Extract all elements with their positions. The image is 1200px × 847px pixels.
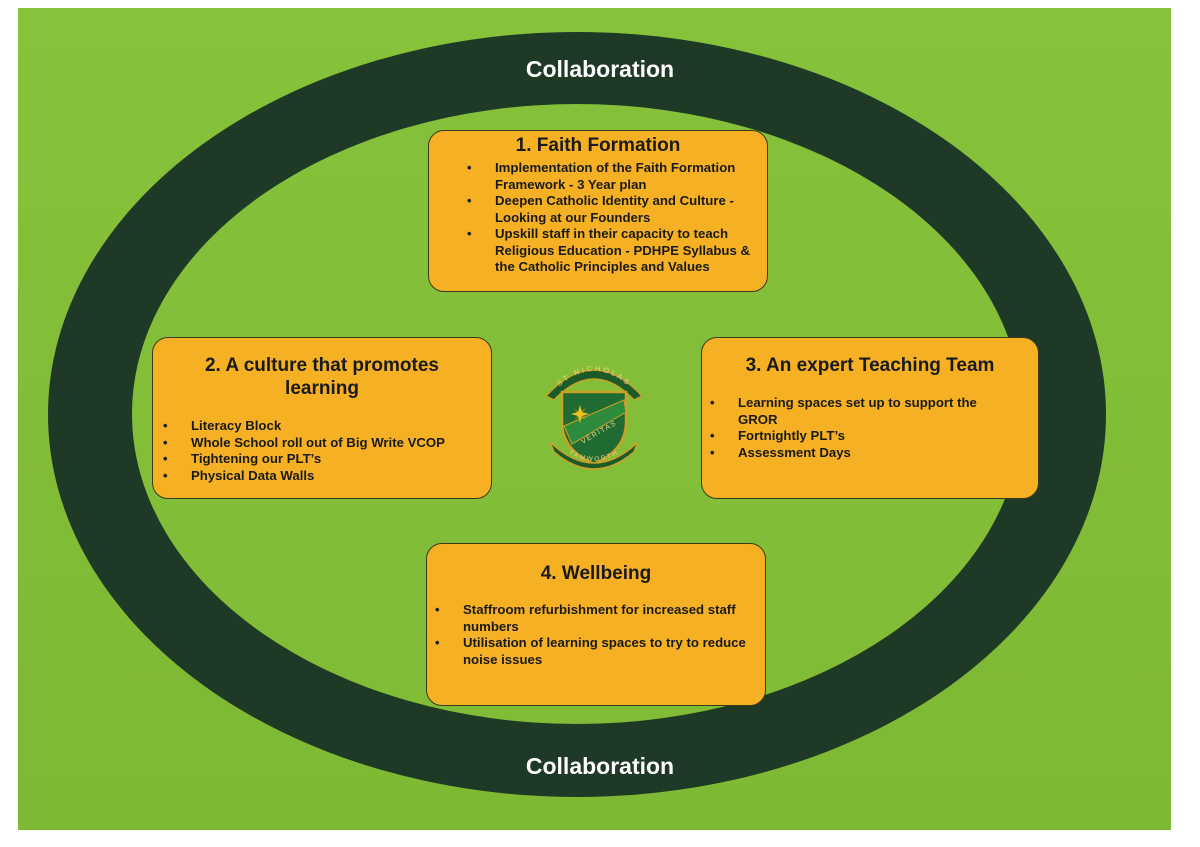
wellbeing-list: Staffroom refurbishment for increased st… xyxy=(435,602,749,668)
list-item: Tightening our PLT’s xyxy=(163,451,491,468)
wellbeing-box: 4. Wellbeing Staffroom refurbishment for… xyxy=(426,543,766,706)
list-item: Physical Data Walls xyxy=(163,468,491,485)
faith-formation-list: Implementation of the Faith Formation Fr… xyxy=(467,160,753,276)
list-item: Assessment Days xyxy=(710,445,1014,462)
list-item: Implementation of the Faith Formation Fr… xyxy=(467,160,753,193)
list-item: Learning spaces set up to support the GR… xyxy=(710,395,1014,428)
list-item: Fortnightly PLT’s xyxy=(710,428,1014,445)
teaching-team-box: 3. An expert Teaching Team Learning spac… xyxy=(701,337,1039,499)
list-item: Literacy Block xyxy=(163,418,491,435)
list-item: Upskill staff in their capacity to teach… xyxy=(467,226,753,276)
wellbeing-title: 4. Wellbeing xyxy=(540,563,652,584)
teaching-team-title: 3. An expert Teaching Team xyxy=(745,355,995,376)
faith-formation-title: 1. Faith Formation xyxy=(515,135,681,156)
school-crest-icon: ST NICHOLAS VERITAS TAMWORTH xyxy=(542,352,646,478)
faith-formation-box: 1. Faith Formation Implementation of the… xyxy=(428,130,768,292)
list-item: Staffroom refurbishment for increased st… xyxy=(435,602,749,635)
list-item: Deepen Catholic Identity and Culture - L… xyxy=(467,193,753,226)
culture-learning-list: Literacy Block Whole School roll out of … xyxy=(163,418,491,485)
collaboration-label-bottom: Collaboration xyxy=(525,753,675,779)
list-item: Whole School roll out of Big Write VCOP xyxy=(163,435,491,452)
teaching-team-list: Learning spaces set up to support the GR… xyxy=(710,395,1014,462)
collaboration-label-top: Collaboration xyxy=(525,56,675,82)
culture-learning-box: 2. A culture that promotes learning Lite… xyxy=(152,337,492,499)
list-item: Utilisation of learning spaces to try to… xyxy=(435,635,749,668)
culture-learning-title: 2. A culture that promotes learning xyxy=(204,355,439,399)
